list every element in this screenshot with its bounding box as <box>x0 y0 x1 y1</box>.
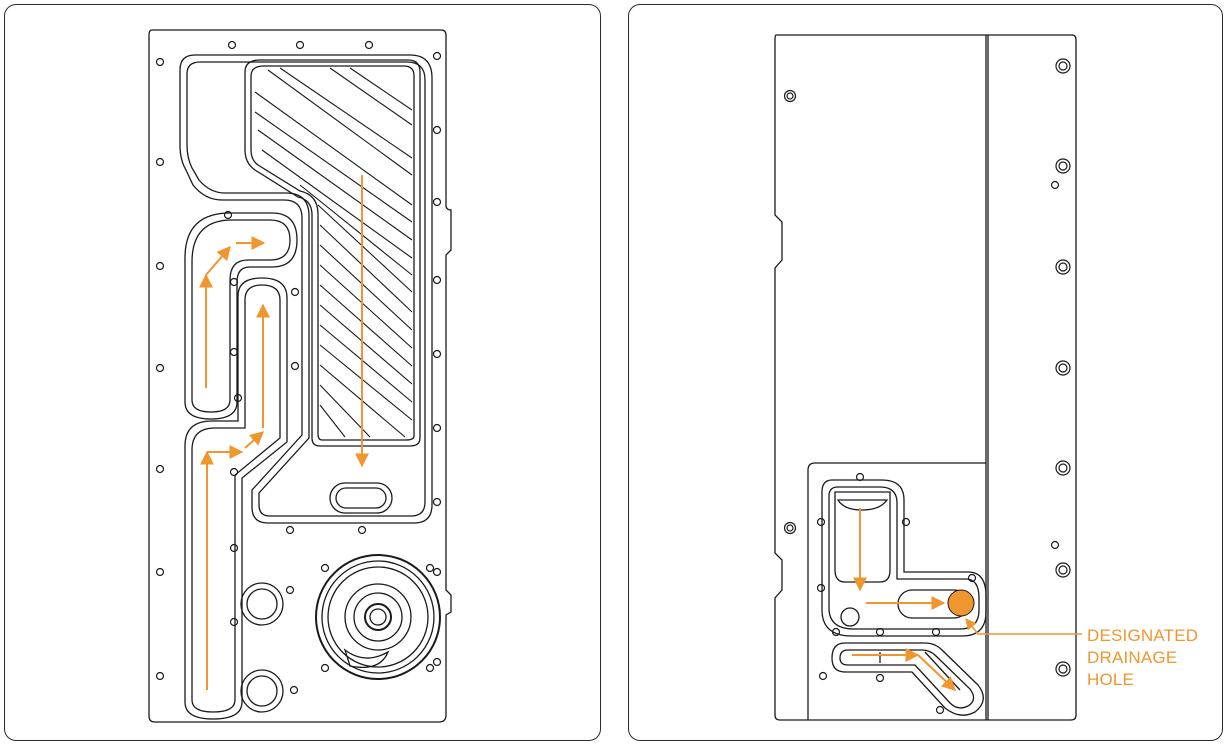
serpentine-lower <box>191 284 281 713</box>
callout-line-2: DRAINAGE <box>1087 648 1178 667</box>
drainage-hole-marker <box>947 589 975 617</box>
front-plate-outline <box>148 29 452 723</box>
back-plate <box>774 34 1077 721</box>
back-cover-edge <box>807 462 986 720</box>
front-mounting-holes <box>155 40 442 695</box>
back-channel-diagonal-outer <box>831 642 984 716</box>
callout-line-3: HOLE <box>1087 670 1135 689</box>
back-slot-vertical <box>834 491 891 583</box>
upper-channel-outer <box>179 54 433 524</box>
serpentine-upper <box>191 219 291 413</box>
back-channel-l-outer <box>821 479 987 637</box>
fin-block-outline <box>244 59 421 447</box>
pump-housing-outer <box>315 554 441 680</box>
drainage-hole-callout: DESIGNATED DRAINAGE HOLE <box>1087 625 1222 691</box>
front-fitting-lower <box>240 669 284 713</box>
back-plate-outline <box>774 34 1077 721</box>
drainage-callout-leader <box>965 618 1082 635</box>
front-plate <box>148 29 452 723</box>
front-fitting-upper <box>240 582 284 626</box>
back-mounting-holes <box>783 58 1071 715</box>
fin-block-inner <box>250 65 415 441</box>
front-flow-arrows <box>199 175 369 690</box>
upper-channel-inner <box>186 61 426 517</box>
pump-impeller <box>364 603 392 631</box>
cooling-fins <box>254 67 413 438</box>
callout-line-1: DESIGNATED <box>1087 626 1199 645</box>
front-oval-port <box>329 482 393 514</box>
back-flow-arrows <box>852 508 957 691</box>
